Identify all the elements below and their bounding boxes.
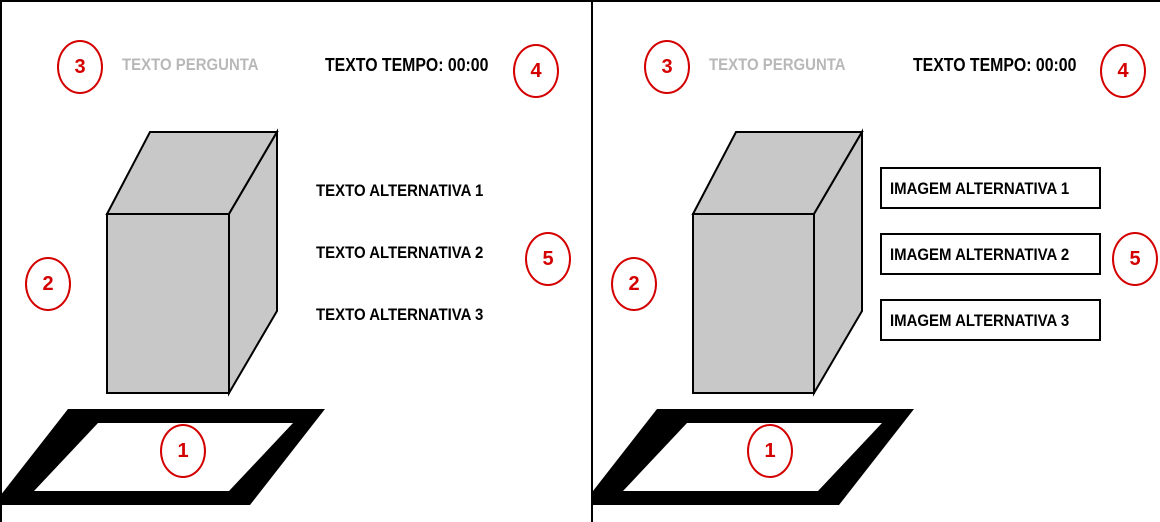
text-alternative-2[interactable]: TEXTO ALTERNATIVA 2 bbox=[316, 243, 484, 262]
marker-timer: 4 bbox=[1100, 44, 1146, 98]
image-alternative-2[interactable]: IMAGEM ALTERNATIVA 2 bbox=[880, 233, 1101, 275]
marker-object: 2 bbox=[25, 257, 71, 311]
marker-alternatives: 5 bbox=[525, 232, 571, 286]
text-alternative-3[interactable]: TEXTO ALTERNATIVA 3 bbox=[316, 305, 484, 324]
marker-card: 1 bbox=[160, 424, 206, 478]
image-alternative-label: IMAGEM ALTERNATIVA 1 bbox=[890, 179, 1070, 198]
panel-image-alternatives: TEXTO PERGUNTA TEXTO TEMPO: 00:00 IMAGEM… bbox=[592, 0, 1160, 522]
marker-card: 1 bbox=[747, 424, 793, 478]
panel-art bbox=[592, 128, 914, 505]
marker-object: 2 bbox=[611, 257, 657, 311]
image-alternative-3[interactable]: IMAGEM ALTERNATIVA 3 bbox=[880, 299, 1101, 341]
text-alternative-1[interactable]: TEXTO ALTERNATIVA 1 bbox=[316, 181, 484, 200]
panel-divider bbox=[591, 0, 593, 522]
cube-front-face bbox=[692, 213, 815, 394]
cube-front-face bbox=[106, 213, 230, 394]
panel-text-alternatives: TEXTO PERGUNTA TEXTO TEMPO: 00:00 TEXTO … bbox=[0, 40, 571, 505]
image-alternative-1[interactable]: IMAGEM ALTERNATIVA 1 bbox=[880, 167, 1101, 209]
question-text: TEXTO PERGUNTA bbox=[709, 55, 846, 74]
marker-question: 3 bbox=[57, 40, 103, 94]
image-alternative-label: IMAGEM ALTERNATIVA 2 bbox=[890, 245, 1070, 264]
marker-timer: 4 bbox=[513, 44, 559, 98]
question-text: TEXTO PERGUNTA bbox=[122, 55, 259, 74]
marker-alternatives: 5 bbox=[1112, 232, 1158, 286]
image-alternative-label: IMAGEM ALTERNATIVA 3 bbox=[890, 311, 1070, 330]
timer-text: TEXTO TEMPO: 00:00 bbox=[913, 55, 1077, 75]
timer-text: TEXTO TEMPO: 00:00 bbox=[325, 55, 489, 75]
marker-question: 3 bbox=[644, 40, 690, 94]
